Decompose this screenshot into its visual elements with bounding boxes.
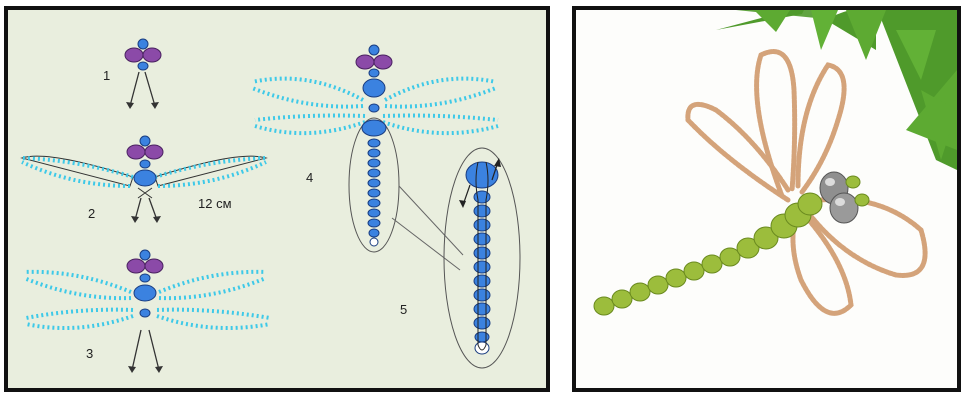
dragonfly-photo-panel: [572, 6, 961, 392]
zoom-connector: [392, 218, 460, 270]
step-4-figure: [252, 45, 498, 252]
dragonfly-eyes: [820, 172, 869, 223]
step-2-label: 2: [88, 206, 95, 221]
zoom-connector: [399, 186, 463, 255]
wing-length-label: 12 см: [198, 196, 232, 211]
step-4-label: 4: [306, 170, 313, 185]
step-5-figure: [444, 148, 520, 368]
step-3-label: 3: [86, 346, 93, 361]
step-5-label: 5: [400, 302, 407, 317]
bead-diagram-panel: 1 2 12 см: [4, 6, 550, 392]
bead-diagram: 1 2 12 см: [8, 10, 546, 388]
step-1-label: 1: [103, 68, 110, 83]
beaded-body: [594, 193, 822, 315]
step-1-figure: [125, 39, 161, 109]
dragonfly-photo: [576, 10, 957, 388]
beaded-wings: [688, 52, 925, 314]
step-3-figure: [24, 250, 270, 373]
